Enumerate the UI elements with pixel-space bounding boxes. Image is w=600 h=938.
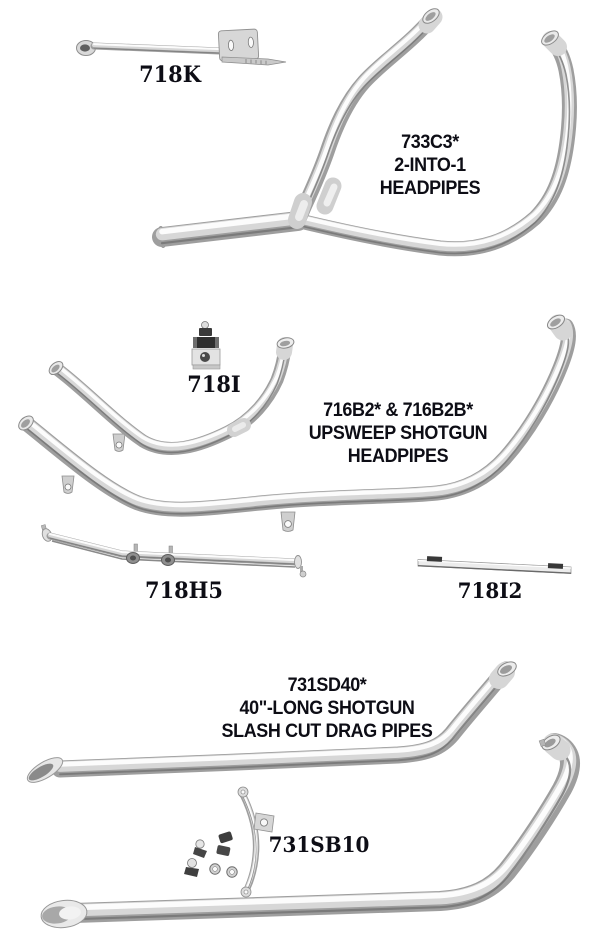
clamp-end-right: [215, 337, 219, 348]
clamp-ring-1-bore: [130, 555, 136, 561]
label-716b2-line2: UPSWEEP SHOTGUN: [308, 422, 488, 444]
label-716b2: 716B2* & 716B2B* UPSWEEP SHOTGUN HEADPIP…: [288, 399, 509, 468]
part-716b2-illustration: [18, 314, 568, 532]
label-731sb10: 731SB10: [268, 832, 370, 857]
bolt-head: [200, 352, 210, 362]
label-733c3: 733C3* 2-INTO-1 HEADPIPES: [347, 131, 513, 200]
lower-open-bore: [21, 419, 30, 428]
part-731sb10-illustration: [184, 786, 275, 898]
bolt-1-head: [195, 839, 205, 849]
lower-tip-bore: [544, 738, 556, 748]
part-718h5-illustration: [40, 524, 307, 578]
clamp-block: [193, 337, 219, 348]
clamp-block-1: [218, 831, 233, 844]
junction-highlight: [295, 200, 308, 221]
bolt-glint: [202, 354, 205, 357]
lower-tip-nub: [538, 738, 547, 747]
label-731sd40: 731SD40* 40"-LONG SHOTGUN SLASH CUT DRAG…: [189, 674, 465, 743]
lower-rail-edge: [51, 540, 296, 568]
right-pin: [299, 570, 307, 578]
clamp-end-left: [193, 337, 197, 348]
bracket-strap: [243, 793, 256, 893]
washer-1-hole: [212, 866, 218, 872]
tab-hole-upper: [115, 441, 123, 449]
stud-top: [201, 321, 209, 329]
label-716b2-line3: HEADPIPES: [347, 445, 449, 467]
right-pin-stem: [300, 566, 303, 572]
part-718k-illustration: [76, 28, 287, 66]
label-718h5: 718H5: [145, 578, 223, 604]
lower-tip-bore: [550, 318, 561, 327]
bar-highlight: [417, 559, 572, 569]
tab-hole-front: [64, 483, 72, 491]
sleeve-highlight: [323, 183, 338, 207]
bar-shadow-edge: [417, 565, 572, 574]
label-731sd40-line1: 731SD40*: [287, 674, 367, 696]
rear-upsweep-pipe: [57, 344, 285, 452]
washer-2-hole: [229, 869, 235, 875]
bolt-2-head: [187, 858, 197, 868]
upper-tip-bore: [500, 665, 512, 674]
strap-hole-top: [240, 789, 246, 795]
part-718i-illustration: [191, 321, 221, 370]
strut-bar: [94, 44, 220, 53]
right-end-cap: [294, 555, 302, 569]
label-733c3-line2: 2-INTO-1: [394, 154, 466, 176]
label-731sd40-line2: 40"-LONG SHOTGUN: [239, 697, 415, 719]
right-tab: [547, 563, 564, 569]
tab-hole-mid: [284, 520, 292, 528]
part-731sd40-illustration: [26, 661, 570, 929]
rear-inlet-bore: [544, 34, 555, 43]
left-tab: [426, 556, 443, 562]
bolt-1-shank: [193, 847, 207, 858]
slash-glint-lower: [59, 906, 81, 920]
front-inlet-bore: [425, 12, 436, 21]
upper-open-bore: [51, 364, 60, 373]
part-733c3-illustration: [157, 8, 570, 254]
lower-tab: [221, 56, 287, 66]
strap-hole-bottom: [243, 889, 249, 895]
label-731sd40-line3: SLASH CUT DRAG PIPES: [221, 720, 433, 742]
part-718i2-illustration: [417, 556, 572, 574]
tab-serrations: [245, 59, 267, 65]
flat-bar: [417, 559, 572, 574]
eyelet-hole: [80, 44, 90, 52]
base-strip: [192, 364, 221, 370]
label-716b2-line1: 716B2* & 716B2B*: [323, 399, 473, 421]
slash-bore-upper: [28, 763, 54, 781]
upper-tip-bore: [279, 340, 291, 347]
strap-tab-hole: [259, 818, 268, 827]
bolt-2-shank: [184, 867, 199, 877]
label-718i2: 718I2: [457, 578, 523, 603]
mount-plate: [217, 28, 260, 62]
clamp-ring-2-bore: [165, 557, 171, 563]
upper-slip-highlight: [232, 422, 246, 432]
label-718i: 718I: [187, 372, 241, 398]
clamp-block-2: [216, 845, 231, 856]
collector-pipe: [162, 216, 298, 244]
label-733c3-line1: 733C3*: [401, 131, 459, 153]
stud-nut: [199, 328, 212, 336]
label-718k: 718K: [139, 62, 201, 88]
label-733c3-line3: HEADPIPES: [379, 177, 481, 199]
